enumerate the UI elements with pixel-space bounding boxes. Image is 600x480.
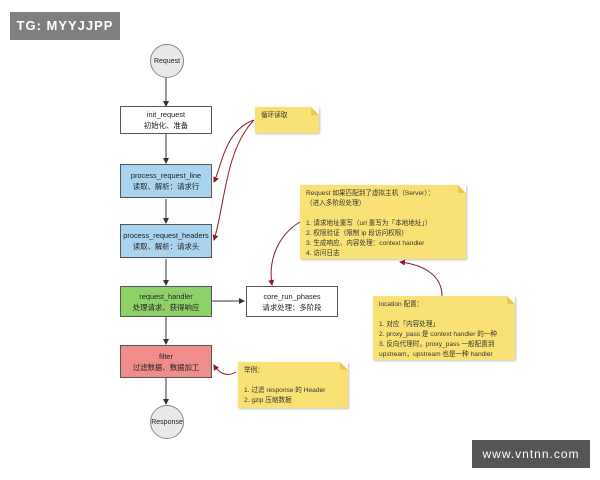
process-request-line-subtitle: 读取、解析：请求行	[132, 182, 200, 191]
request-node: Request	[150, 44, 184, 78]
process-request-headers-title: process_request_headers	[123, 231, 209, 240]
note-line: Request 如果匹配到了虚拟主机（Server）：	[306, 190, 435, 197]
init-request-node: init_request 初始化、准备	[120, 106, 212, 134]
request-handler-subtitle: 处理请求、获得响应	[132, 302, 200, 312]
curve-server-to-phases	[268, 221, 301, 286]
note-location: location 配置： 1. 对应「内容处理」 2. proxy_pass 是…	[373, 296, 515, 360]
note-line: 3. 反向代理时，proxy_pass 一般配置到	[379, 341, 495, 348]
init-request-subtitle: 初始化、准备	[143, 121, 189, 130]
request-handler-node: request_handler 处理请求、获得响应	[120, 286, 212, 317]
note-line: 2. 权限验证（限制 ip 段访问权限）	[306, 230, 408, 237]
note-server-match: Request 如果匹配到了虚拟主机（Server）： （进入多阶段处理） 1.…	[300, 185, 466, 259]
watermark-top: TG: MYYJJPP	[10, 12, 120, 40]
note-line: 3. 生成响应、内容处理：context handler	[306, 240, 425, 247]
response-node: Response	[150, 405, 184, 439]
note-line: 循环读取	[261, 112, 288, 119]
note-line	[244, 376, 342, 386]
filter-title: filter	[159, 351, 173, 361]
process-request-headers-subtitle: 读取、解析：请求头	[132, 242, 200, 251]
process-request-line-node: process_request_line 读取、解析：请求行	[120, 164, 212, 198]
note-line: （进入多阶段处理）	[306, 200, 366, 207]
note-line: 2. gzip 压缩数据	[244, 397, 292, 404]
filter-node: filter 过滤数据、数据加工	[120, 345, 212, 378]
curve-loop-to-line	[213, 119, 255, 183]
note-line: 1. 过滤 response 的 Header	[244, 387, 326, 394]
note-loop-read: 循环读取	[255, 107, 319, 133]
curve-location-to-server	[399, 259, 443, 297]
init-request-title: init_request	[146, 110, 186, 119]
watermark-bottom: www.vntnn.com	[472, 440, 590, 468]
note-line: 4. 访问日志	[306, 250, 340, 257]
note-line: 2. proxy_pass 是 context handler 的一种	[379, 331, 498, 338]
process-request-headers-node: process_request_headers 读取、解析：请求头	[120, 224, 212, 258]
note-line: 举例：	[244, 367, 264, 374]
filter-subtitle: 过滤数据、数据加工	[132, 362, 200, 372]
core-run-phases-subtitle: 请求处理：多阶段	[262, 302, 322, 312]
core-run-phases-node: core_run_phases 请求处理：多阶段	[246, 286, 338, 317]
curve-loop-to-headers	[212, 119, 255, 241]
process-request-line-title: process_request_line	[130, 171, 202, 180]
note-line: 1. 请求地址重写（url 重写为「本地地址」）	[306, 220, 432, 227]
note-line: location 配置：	[379, 301, 424, 308]
request-handler-title: request_handler	[139, 291, 193, 301]
response-label: Response	[151, 418, 183, 426]
curve-filter-note	[213, 364, 237, 375]
note-line: 1. 对应「内容处理」	[379, 321, 440, 328]
note-line: upstream，upstream 也是一种 handler	[379, 351, 493, 358]
core-run-phases-title: core_run_phases	[263, 291, 321, 301]
request-label: Request	[153, 57, 181, 65]
note-line	[306, 209, 460, 219]
note-line	[379, 310, 509, 320]
note-filter-example: 举例： 1. 过滤 response 的 Header 2. gzip 压缩数据	[238, 362, 348, 408]
